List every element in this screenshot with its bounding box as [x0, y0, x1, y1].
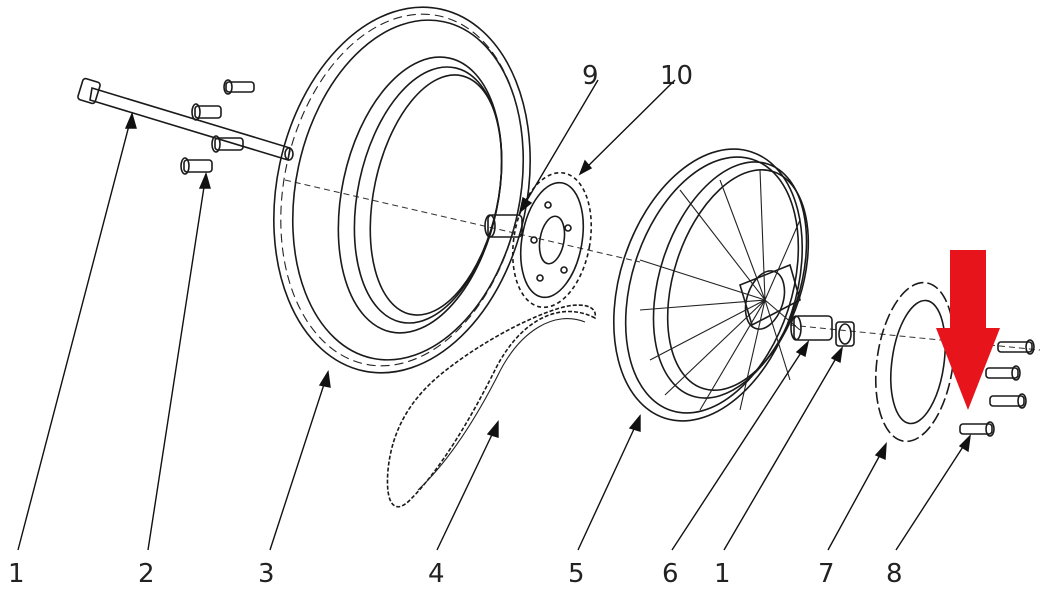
callout-1b: 1 — [714, 559, 731, 589]
callout-3: 3 — [258, 559, 275, 589]
callout-6: 6 — [662, 559, 679, 589]
part-tire — [273, 6, 531, 374]
part-nut — [835, 321, 855, 347]
callout-10: 10 — [660, 61, 693, 91]
callout-1: 1 — [8, 559, 25, 589]
part-brake-disc — [874, 281, 956, 443]
part-spacers — [180, 79, 255, 175]
leader-lines — [17, 79, 971, 551]
part-rim — [612, 148, 810, 422]
part-spacer-9 — [484, 214, 523, 238]
axle-centerline-right — [789, 324, 1041, 351]
callout-4: 4 — [428, 559, 445, 589]
part-bolts — [959, 339, 1035, 437]
red-down-arrow-icon — [936, 250, 1000, 410]
callout-5: 5 — [568, 559, 585, 589]
callout-7: 7 — [818, 559, 835, 589]
part-chain — [386, 304, 596, 508]
part-sprocket — [511, 171, 593, 309]
callout-2: 2 — [138, 559, 155, 589]
part-spacer-6 — [790, 315, 833, 341]
part-axle — [77, 77, 294, 162]
callout-9: 9 — [582, 61, 599, 91]
callout-8: 8 — [886, 559, 903, 589]
